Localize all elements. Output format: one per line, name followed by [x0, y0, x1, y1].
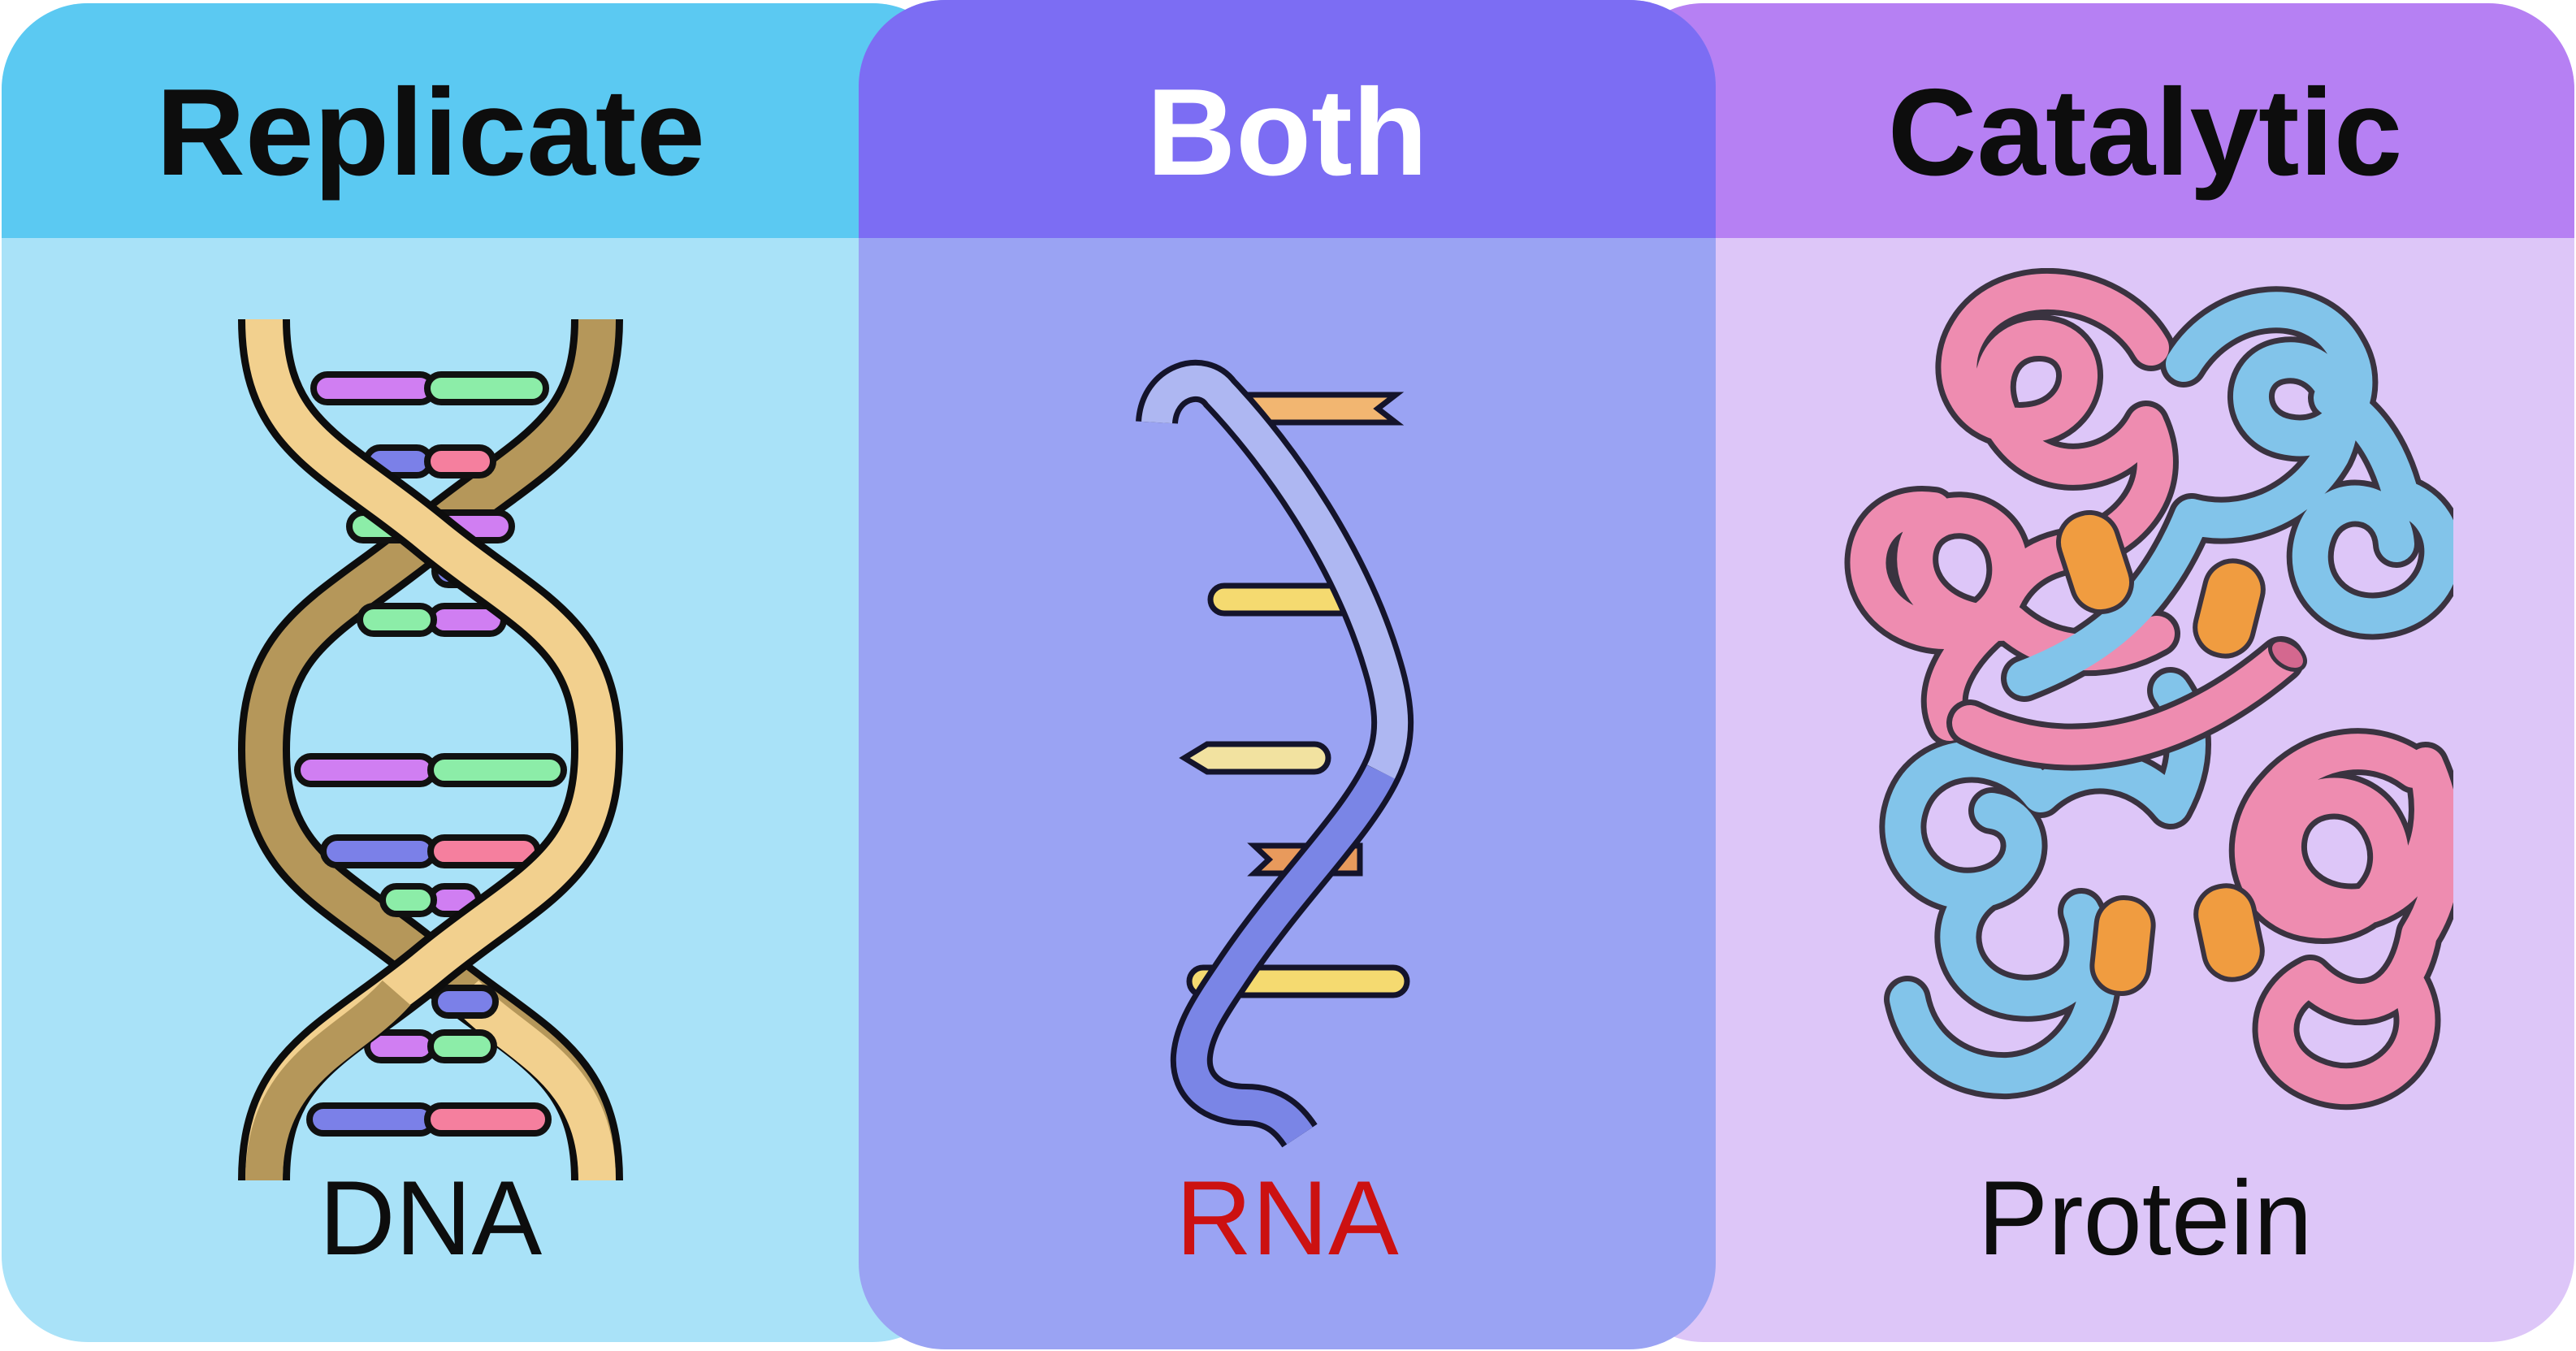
panel-title-both: Both	[1146, 63, 1428, 201]
rna-ribbon-upper	[1157, 381, 1392, 772]
molecule-label-dna: DNA	[318, 1158, 543, 1277]
protein-hemoglobin-icon	[1836, 268, 2453, 1129]
molecule-label-rna: RNA	[1175, 1158, 1399, 1277]
dna-double-helix-icon	[227, 283, 634, 1225]
panel-title-catalytic: Catalytic	[1887, 63, 2403, 201]
panel-title-replicate: Replicate	[156, 63, 705, 201]
rna-single-strand-icon	[1115, 348, 1456, 1160]
protein-tube-cut-end	[2268, 638, 2307, 672]
panel-replicate-header-band	[2, 3, 959, 238]
dna-rungs-green	[346, 371, 567, 1063]
panel-catalytic	[1617, 3, 2574, 1342]
protein-heme-groups	[2056, 509, 2266, 996]
rna-rung-pale-pointed	[1179, 741, 1331, 775]
molecule-label-protein: Protein	[1977, 1158, 2313, 1277]
panel-catalytic-header-band	[1617, 3, 2574, 238]
panel-both-header-band	[859, 0, 1716, 238]
